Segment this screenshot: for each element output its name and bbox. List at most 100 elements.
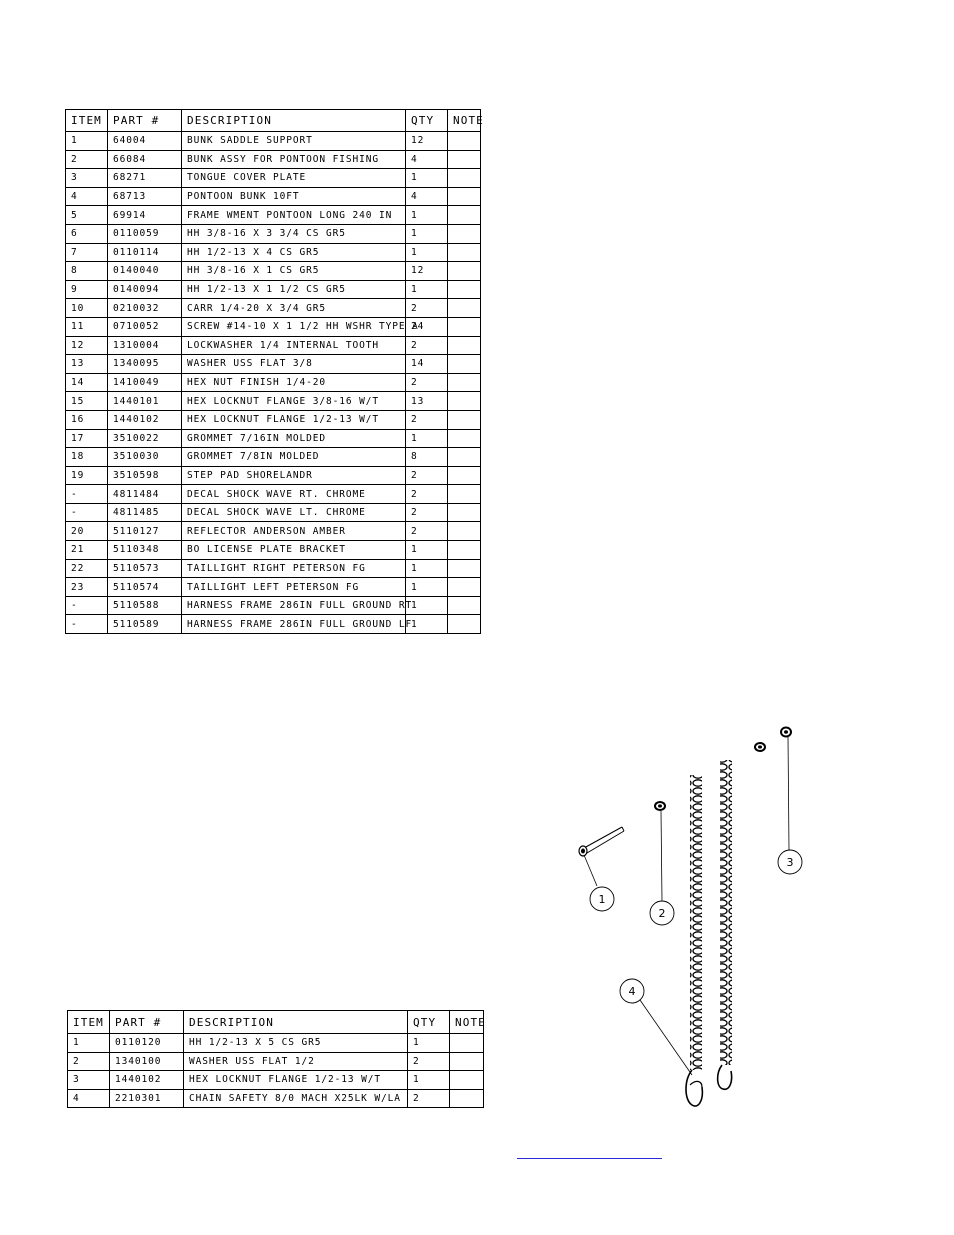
description-cell: DECAL SHOCK WAVE LT. CHROME: [181, 502, 406, 523]
item-number-cell: 2: [65, 149, 108, 170]
part-number-cell: 0140094: [107, 279, 182, 300]
item-number-cell: 15: [65, 391, 108, 411]
description-cell: HEX LOCKNUT FLANGE 1/2-13 W/T: [183, 1070, 408, 1090]
part-number-cell: 4811485: [107, 502, 182, 523]
note-cell: [447, 502, 481, 523]
description-cell: HH 3/8-16 X 1 CS GR5: [181, 261, 406, 281]
quantity-cell: 1: [405, 595, 448, 616]
part-number-cell: 1340100: [109, 1051, 184, 1072]
note-cell: [447, 186, 481, 207]
description-cell: BUNK SADDLE SUPPORT: [181, 131, 406, 151]
item-number-cell: 19: [65, 465, 108, 486]
item-number-cell: -: [65, 484, 108, 504]
quantity-cell: 1: [405, 205, 448, 225]
quantity-cell: 1: [405, 223, 448, 244]
column-header: DESCRIPTION: [181, 109, 406, 132]
balloon-2: 2: [649, 900, 675, 926]
description-cell: WASHER USS FLAT 3/8: [181, 354, 406, 374]
note-cell: [447, 558, 481, 579]
item-number-cell: 6: [65, 223, 108, 244]
quantity-cell: 2: [405, 502, 448, 523]
quantity-cell: 4: [405, 186, 448, 207]
item-number-cell: 18: [65, 447, 108, 467]
part-number-cell: 0110059: [107, 223, 182, 244]
quantity-cell: 1: [407, 1070, 450, 1090]
description-cell: SCREW #14-10 X 1 1/2 HH WSHR TYPE A: [181, 316, 418, 337]
item-number-cell: 3: [67, 1070, 110, 1090]
part-number-cell: 0710052: [107, 316, 182, 337]
note-cell: [447, 447, 481, 467]
description-cell: HH 1/2-13 X 4 CS GR5: [181, 242, 406, 263]
item-number-cell: 21: [65, 540, 108, 560]
note-cell: [447, 484, 481, 504]
part-number-cell: 2210301: [109, 1088, 184, 1109]
column-header: PART #: [107, 109, 182, 132]
part-number-cell: 5110127: [107, 521, 182, 542]
note-cell: [447, 409, 481, 430]
item-number-cell: 22: [65, 558, 108, 579]
description-cell: BO LICENSE PLATE BRACKET: [181, 540, 406, 560]
note-cell: [447, 391, 481, 411]
quantity-cell: 2: [405, 484, 448, 504]
note-cell: [447, 149, 481, 170]
description-cell: GROMMET 7/16IN MOLDED: [181, 428, 406, 449]
quantity-cell: 1: [405, 242, 448, 263]
svg-text:2: 2: [659, 907, 666, 920]
note-cell: [447, 428, 481, 449]
description-cell: REFLECTOR ANDERSON AMBER: [181, 521, 406, 542]
hyperlink-underline[interactable]: [517, 1158, 662, 1159]
item-number-cell: 1: [65, 131, 108, 151]
part-number-cell: 64004: [107, 131, 182, 151]
note-cell: [449, 1033, 484, 1053]
column-header: DESCRIPTION: [183, 1010, 408, 1034]
part-number-cell: 1440102: [107, 409, 182, 430]
svg-text:4: 4: [629, 985, 636, 998]
note-cell: [447, 521, 481, 542]
washer-and-locknut-parts: [754, 726, 792, 752]
quantity-cell: 2: [405, 335, 448, 356]
quantity-cell: 1: [405, 558, 448, 579]
part-number-cell: 68713: [107, 186, 182, 207]
balloon-3: 3: [777, 849, 803, 875]
description-cell: TAILLIGHT LEFT PETERSON FG: [181, 577, 406, 597]
quantity-cell: 12: [405, 131, 448, 151]
description-cell: HH 1/2-13 X 5 CS GR5: [183, 1033, 408, 1053]
part-number-cell: 66084: [107, 149, 182, 170]
safety-chain-part: [685, 760, 733, 1107]
description-cell: HEX NUT FINISH 1/4-20: [181, 372, 406, 393]
description-cell: CARR 1/4-20 X 3/4 GR5: [181, 298, 406, 318]
quantity-cell: 1: [405, 428, 448, 449]
quantity-cell: 1: [405, 168, 448, 188]
item-number-cell: 2: [67, 1051, 110, 1072]
quantity-cell: 2: [405, 465, 448, 486]
description-cell: HEX LOCKNUT FLANGE 3/8-16 W/T: [181, 391, 406, 411]
note-cell: [447, 279, 481, 300]
item-number-cell: 10: [65, 298, 108, 318]
item-number-cell: 14: [65, 372, 108, 393]
item-number-cell: -: [65, 595, 108, 616]
item-number-cell: 17: [65, 428, 108, 449]
note-cell: [447, 131, 481, 151]
description-cell: GROMMET 7/8IN MOLDED: [181, 447, 406, 467]
item-number-cell: 20: [65, 521, 108, 542]
part-number-cell: 5110348: [107, 540, 182, 560]
description-cell: BUNK ASSY FOR PONTOON FISHING: [181, 149, 406, 170]
column-header: PART #: [109, 1010, 184, 1034]
description-cell: TONGUE COVER PLATE: [181, 168, 406, 188]
part-number-cell: 1440102: [109, 1070, 184, 1090]
